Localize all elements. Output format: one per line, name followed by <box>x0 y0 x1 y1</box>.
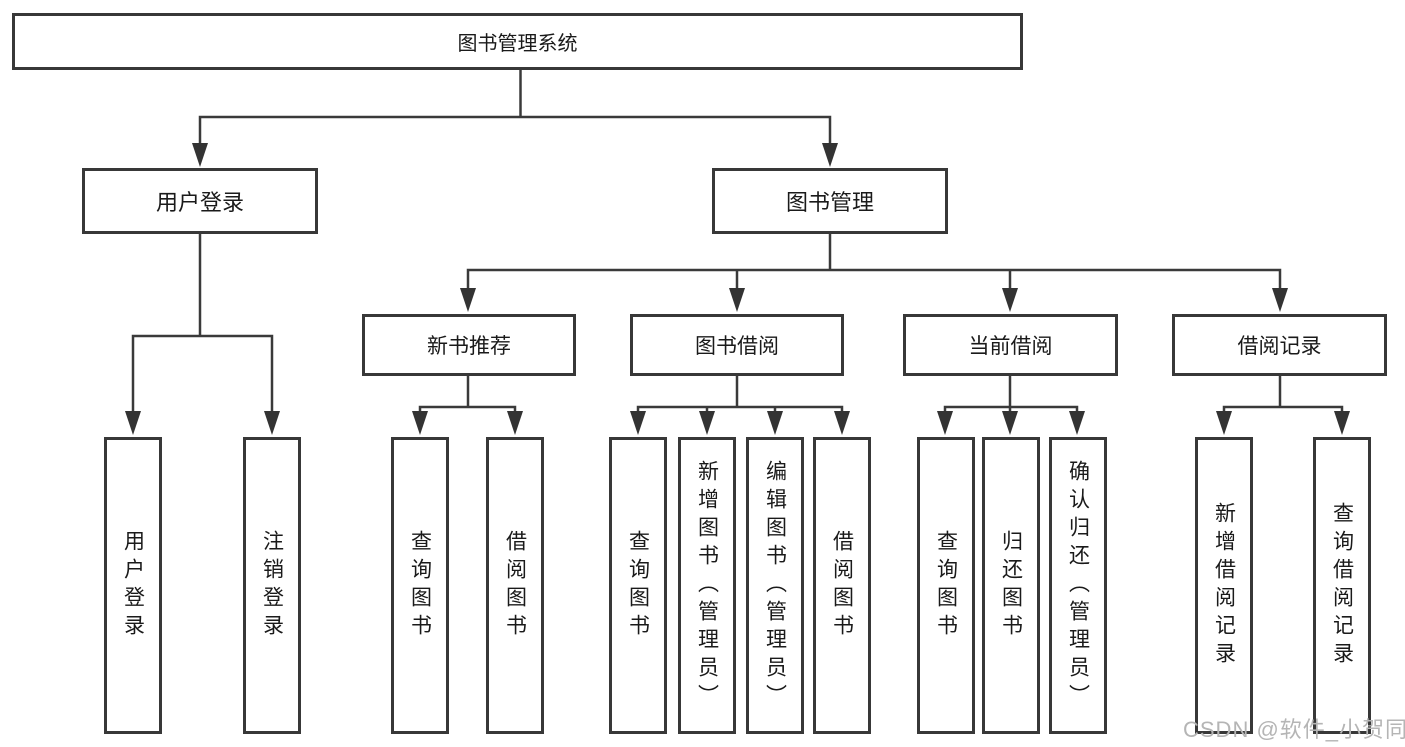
leaf-return-books: 归还图书 <box>982 437 1040 734</box>
node-borrowing-records: 借阅记录 <box>1172 314 1387 376</box>
leaf-confirm-return-admin: 确认归还（管理员） <box>1049 437 1107 734</box>
node-new-book-recommendation: 新书推荐 <box>362 314 576 376</box>
node-root-library-management-system: 图书管理系统 <box>12 13 1023 70</box>
leaf-add-borrow-record: 新增借阅记录 <box>1195 437 1253 734</box>
node-book-borrowing: 图书借阅 <box>630 314 844 376</box>
leaf-add-books-admin: 新增图书（管理员） <box>678 437 736 734</box>
leaf-query-borrow-record: 查询借阅记录 <box>1313 437 1371 734</box>
node-current-borrowing: 当前借阅 <box>903 314 1118 376</box>
leaf-query-books-recommend: 查询图书 <box>391 437 449 734</box>
leaf-query-books-borrowing: 查询图书 <box>609 437 667 734</box>
leaf-user-login: 用户登录 <box>104 437 162 734</box>
leaf-logout: 注销登录 <box>243 437 301 734</box>
leaf-borrow-books-recommend: 借阅图书 <box>486 437 544 734</box>
leaf-borrow-books: 借阅图书 <box>813 437 871 734</box>
csdn-watermark: CSDN @软件_小贺同学 <box>1183 717 1405 742</box>
leaf-edit-books-admin: 编辑图书（管理员） <box>746 437 804 734</box>
node-book-management-branch: 图书管理 <box>712 168 948 234</box>
leaf-query-books-current: 查询图书 <box>917 437 975 734</box>
node-user-login-branch: 用户登录 <box>82 168 318 234</box>
